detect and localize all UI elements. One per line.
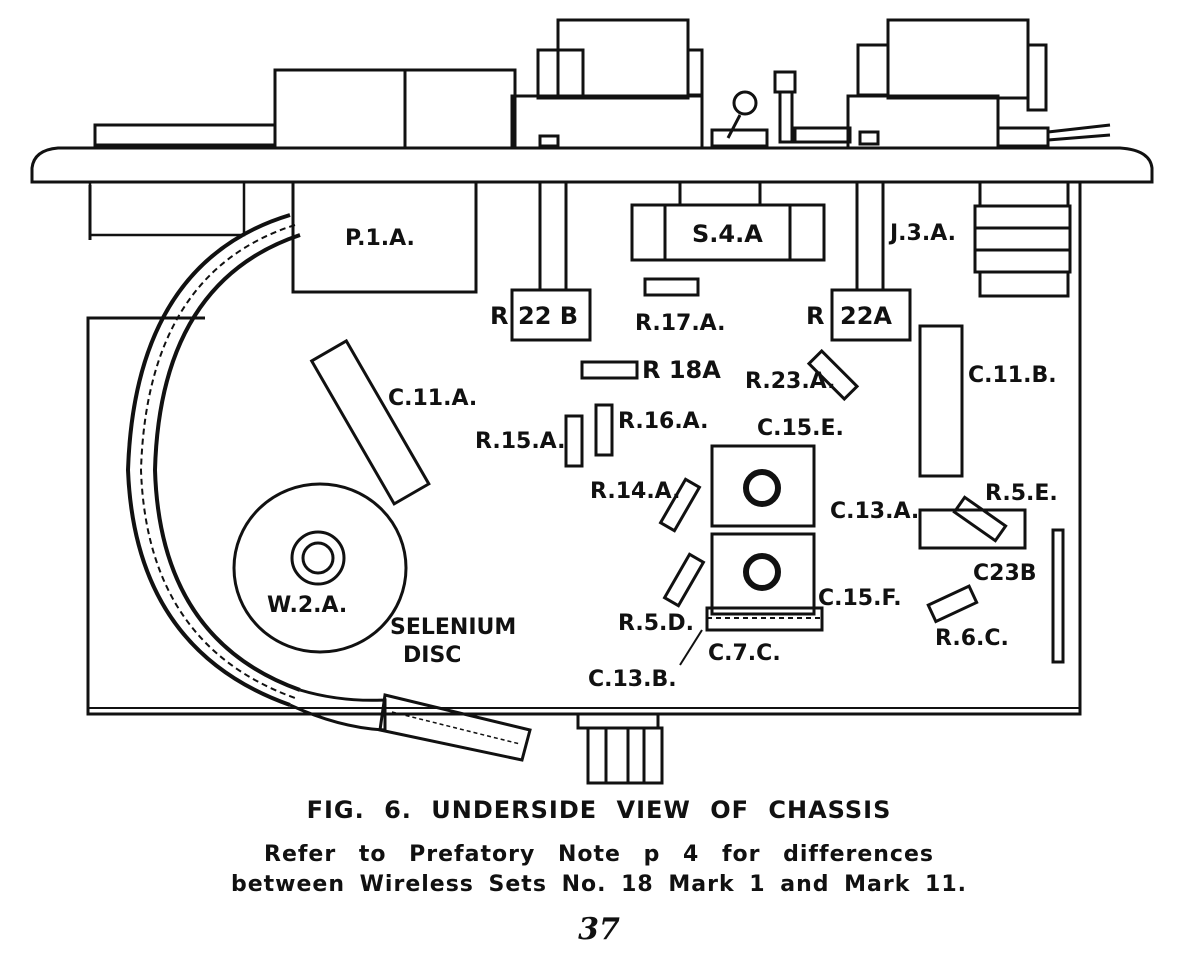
- r23a-resistor: [806, 348, 860, 402]
- label-w2a: W.2.A.: [267, 593, 347, 618]
- r18a-resistor: [580, 360, 639, 380]
- label-r23a: R.23.A.: [745, 369, 835, 394]
- label-c23b: C23B: [973, 561, 1037, 586]
- label-c11b: C.11.B.: [968, 363, 1057, 388]
- label-disc: DISC: [403, 643, 461, 668]
- curved-cable: [125, 213, 532, 762]
- label-r15a: R.15.A.: [475, 429, 565, 454]
- figure-title: FIG. 6. UNDERSIDE VIEW OF CHASSIS: [306, 796, 892, 824]
- label-c15f: C.15.F.: [818, 586, 902, 611]
- j3a-connector: [973, 180, 1072, 298]
- label-r16a: R.16.A.: [618, 409, 708, 434]
- chassis-body: [88, 180, 246, 237]
- label-r14a: R.14.A.: [590, 479, 680, 504]
- s4a-switch: [630, 182, 826, 262]
- label-r17a: R.17.A.: [635, 311, 725, 336]
- label-r22a-prefix: R: [806, 302, 824, 330]
- c13a-capacitor: [918, 508, 1027, 550]
- c7c-capacitor: [679, 606, 824, 666]
- label-c11a: C.11.A.: [388, 386, 477, 411]
- r22b-resistor: [510, 182, 592, 342]
- label-selenium: SELENIUM: [390, 615, 516, 640]
- r14a-resistor: [658, 477, 702, 533]
- label-c7c: C.7.C.: [708, 641, 781, 666]
- c15f-capacitor: [710, 532, 816, 616]
- label-p1a: P.1.A.: [345, 226, 415, 251]
- r15a-resistor: [564, 414, 584, 468]
- figure-note-line-2: between Wireless Sets No. 18 Mark 1 and …: [230, 872, 968, 897]
- r22a-resistor: [830, 182, 912, 342]
- figure-note-line-1: Refer to Prefatory Note p 4 for differen…: [264, 842, 934, 867]
- r17a-resistor: [643, 277, 700, 297]
- c11b-capacitor: [918, 324, 964, 478]
- label-r22b: 22 B: [518, 302, 578, 330]
- c11a-capacitor: [309, 338, 431, 506]
- r6c-resistor: [926, 584, 979, 624]
- chassis-outline: [86, 180, 1082, 716]
- page-number: 37: [578, 912, 620, 947]
- front-panel: [30, 146, 1154, 184]
- label-r22b-prefix: R: [490, 302, 508, 330]
- top-components: [93, 18, 1111, 150]
- label-c13a: C.13.A.: [830, 499, 919, 524]
- label-r6c: R.6.C.: [935, 626, 1009, 651]
- r5e-resistor: [952, 495, 1008, 543]
- label-c13b: C.13.B.: [588, 667, 677, 692]
- label-r22a: 22A: [840, 302, 892, 330]
- r16a-resistor: [594, 403, 614, 457]
- c15e-capacitor: [710, 444, 816, 528]
- bottom-connector: [576, 712, 664, 785]
- selenium-disc: [232, 482, 408, 654]
- label-r18a: R 18A: [642, 356, 721, 384]
- label-c15e: C.15.E.: [757, 416, 844, 441]
- label-r5e: R.5.E.: [985, 481, 1058, 506]
- r5d-resistor: [662, 552, 706, 608]
- label-j3a: J.3.A.: [888, 221, 956, 246]
- label-s4a: S.4.A: [692, 220, 763, 248]
- label-r5d: R.5.D.: [618, 611, 694, 636]
- chassis-diagram: P.1.A. S.4.A J.3.A. R 22 B R 22A R.17.A.…: [30, 18, 1154, 785]
- c23b-capacitor: [1051, 528, 1065, 664]
